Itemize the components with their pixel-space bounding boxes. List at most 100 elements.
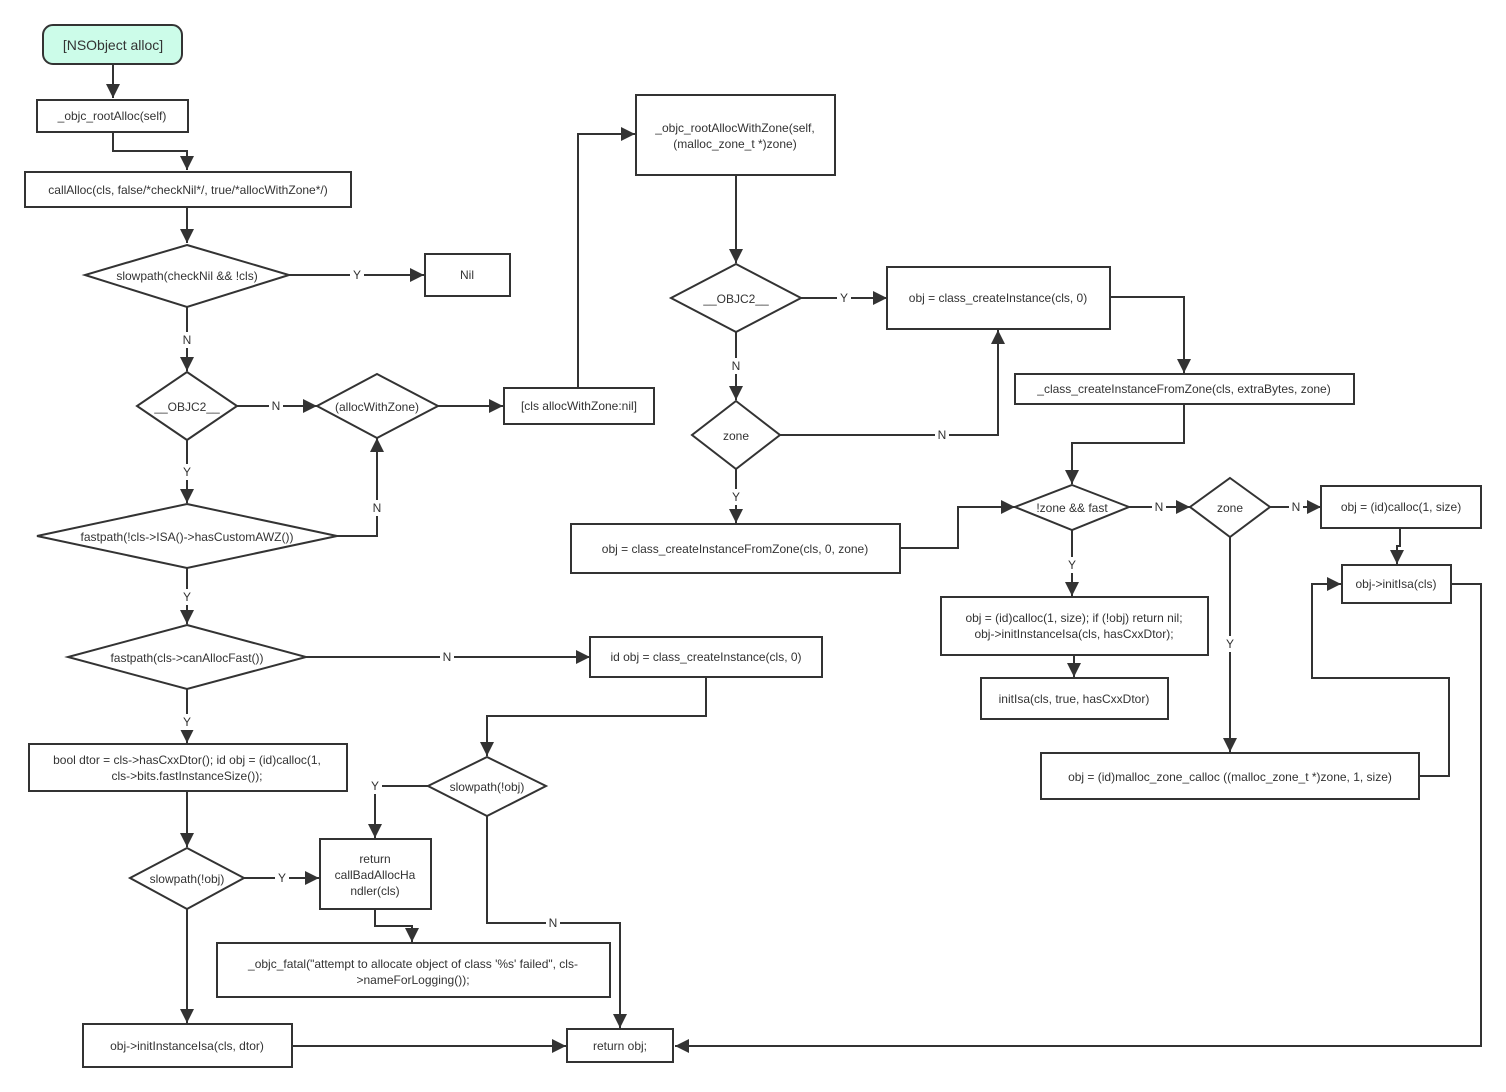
decision-objc2-left-label: __OBJC2__ <box>153 400 220 414</box>
edge-malloc-to-objinitisa <box>1311 577 1450 777</box>
decision-slowpath-obj-left: slowpath(!obj) <box>127 846 247 911</box>
decision-objc2-left: __OBJC2__ <box>135 370 239 442</box>
edge-label-objc2r-to-zone: N <box>732 359 741 373</box>
edge-label-zone-to-fromzone: Y <box>732 490 740 504</box>
decision-objc2-right: __OBJC2__ <box>668 262 804 334</box>
cls-allocwithzone-label: [cls allocWithZone:nil] <box>521 399 637 413</box>
edge-slowobj-mid-to-return <box>368 785 429 838</box>
decision-allocwithzone-label: (allocWithZone) <box>335 400 419 414</box>
edge-labels: Y N N Y N Y N Y Y Y N Y N N Y N Y <box>180 267 1303 931</box>
edge-label-zoner-to-calloc: N <box>1292 500 1301 514</box>
edge-return-to-fatal <box>374 910 419 942</box>
edge-label-canallocfast-to-create: N <box>443 650 452 664</box>
decision-fastpath-awz-label: fastpath(!cls->ISA()->hasCustomAWZ()) <box>81 530 294 544</box>
edge-label-checknil-to-nil: Y <box>353 268 361 282</box>
nil-label: Nil <box>460 268 474 282</box>
edge-zone-to-createinstance <box>780 330 1005 436</box>
edge-objinitisa-to-returnobj <box>675 583 1482 1053</box>
bool-dtor-node: bool dtor = cls->hasCxxDtor(); id obj = … <box>28 743 348 792</box>
edge-label-objc2r-to-create: Y <box>840 291 848 305</box>
root-alloc-node: _objc_rootAlloc(self) <box>36 99 189 133</box>
decision-not-zone-fast-label: !zone && fast <box>1036 501 1108 515</box>
edge-label-objc2-to-allocwithzone: N <box>272 399 281 413</box>
obj-calloc-return-line1: obj = (id)calloc(1, size); if (!obj) ret… <box>965 611 1182 625</box>
obj-initisa-label: obj->initIsa(cls) <box>1355 577 1436 591</box>
edge-label-checknil-to-objc2: N <box>183 333 192 347</box>
nodes: [NSObject alloc] _objc_rootAlloc(self) c… <box>24 24 1482 1068</box>
edge-label-notzonefast-to-zone: N <box>1155 500 1164 514</box>
edge-classfromzone-to-notzonefast <box>1065 404 1185 484</box>
class-create-from-zone-node: _class_createInstanceFromZone(cls, extra… <box>1014 373 1355 405</box>
obj-create-instance-node: obj = class_createInstance(cls, 0) <box>886 266 1111 330</box>
return-obj-node: return obj; <box>566 1028 674 1063</box>
root-alloc-with-zone-line1: _objc_rootAllocWithZone(self, <box>654 121 814 135</box>
edge-calloc-to-objinitisa <box>1390 528 1404 564</box>
init-instance-isa-dtor-node: obj->initInstanceIsa(cls, dtor) <box>82 1023 293 1068</box>
decision-slowpath-checknil-label: slowpath(checkNil && !cls) <box>116 269 257 283</box>
class-create-from-zone-label: _class_createInstanceFromZone(cls, extra… <box>1036 382 1330 396</box>
edge-label-awz-to-canallocfast: Y <box>183 590 191 604</box>
decision-slowpath-obj-left-label: slowpath(!obj) <box>150 872 225 886</box>
decision-zone-left: zone <box>690 399 782 471</box>
edge-label-zoner-to-malloc: Y <box>1226 637 1234 651</box>
edge-clsalloc-to-rootallocwithzone <box>577 127 635 387</box>
edge-fromzone-to-notzonefast <box>900 500 1015 549</box>
obj-create-from-zone-label: obj = class_createInstanceFromZone(cls, … <box>602 542 868 556</box>
decision-slowpath-checknil: slowpath(checkNil && !cls) <box>81 243 293 309</box>
id-obj-create-label: id obj = class_createInstance(cls, 0) <box>610 650 801 664</box>
edge-label-zone-to-create: N <box>938 428 947 442</box>
edge-createinstance-to-slowobj <box>480 677 707 756</box>
decision-fastpath-canallocfast-label: fastpath(cls->canAllocFast()) <box>110 651 263 665</box>
bool-dtor-line2: cls->bits.fastInstanceSize()); <box>111 769 262 783</box>
edge-label-slowobj-mid-to-return: Y <box>371 779 379 793</box>
objc-fatal-node: _objc_fatal("attempt to allocate object … <box>216 942 611 998</box>
call-alloc-label: callAlloc(cls, false/*checkNil*/, true/*… <box>48 183 327 197</box>
cls-allocwithzone-node: [cls allocWithZone:nil] <box>503 387 655 425</box>
return-bad-alloc-line3: ndler(cls) <box>350 884 399 898</box>
edge-label-slowobj-left-to-return: Y <box>278 871 286 885</box>
decision-slowpath-obj-mid-label: slowpath(!obj) <box>450 780 525 794</box>
edge-createinstance-to-classfromzone <box>1110 296 1191 373</box>
decision-fastpath-awz: fastpath(!cls->ISA()->hasCustomAWZ()) <box>36 502 338 570</box>
obj-malloc-zone-label: obj = (id)malloc_zone_calloc ((malloc_zo… <box>1068 770 1392 784</box>
edge-awz-to-allocwithzone <box>337 438 384 537</box>
return-bad-alloc-node: return callBadAllocHa ndler(cls) <box>319 838 432 910</box>
obj-calloc-return-node: obj = (id)calloc(1, size); if (!obj) ret… <box>940 596 1209 656</box>
edge-label-slowobj-mid-to-returnobj: N <box>549 916 558 930</box>
call-alloc-node: callAlloc(cls, false/*checkNil*/, true/*… <box>24 171 352 208</box>
root-alloc-label: _objc_rootAlloc(self) <box>57 109 167 123</box>
decision-zone-right-label: zone <box>1217 501 1243 515</box>
decision-zone-left-label: zone <box>723 429 749 443</box>
obj-create-from-zone-node: obj = class_createInstanceFromZone(cls, … <box>570 523 901 574</box>
decision-slowpath-obj-mid: slowpath(!obj) <box>425 755 549 818</box>
start-node-label: [NSObject alloc] <box>63 37 163 53</box>
root-alloc-with-zone-line2: (malloc_zone_t *)zone) <box>673 137 796 151</box>
obj-malloc-zone-node: obj = (id)malloc_zone_calloc ((malloc_zo… <box>1040 752 1420 800</box>
edge-label-objc2-to-awz: Y <box>183 465 191 479</box>
start-node: [NSObject alloc] <box>42 24 183 65</box>
init-instance-isa-dtor-label: obj->initInstanceIsa(cls, dtor) <box>110 1039 264 1053</box>
decision-allocwithzone: (allocWithZone) <box>314 372 441 440</box>
edge-rootalloc-to-callalloc <box>112 132 194 170</box>
return-bad-alloc-line1: return <box>359 852 390 866</box>
init-isa-label: initIsa(cls, true, hasCxxDtor) <box>999 692 1150 706</box>
edge-label-notzonefast-to-calloc-return: Y <box>1068 558 1076 572</box>
decision-objc2-right-label: __OBJC2__ <box>702 292 769 306</box>
objc-fatal-line2: >nameForLogging()); <box>356 973 469 987</box>
root-alloc-with-zone-node: _objc_rootAllocWithZone(self, (malloc_zo… <box>635 94 836 176</box>
decision-not-zone-fast: !zone && fast <box>1012 483 1132 532</box>
decision-zone-right: zone <box>1188 476 1272 539</box>
bool-dtor-line1: bool dtor = cls->hasCxxDtor(); id obj = … <box>53 753 321 767</box>
objc-fatal-line1: _objc_fatal("attempt to allocate object … <box>247 957 578 971</box>
init-isa-node: initIsa(cls, true, hasCxxDtor) <box>980 677 1169 720</box>
obj-calloc-node: obj = (id)calloc(1, size) <box>1320 485 1482 529</box>
obj-create-instance-label: obj = class_createInstance(cls, 0) <box>909 291 1087 305</box>
obj-initisa-node: obj->initIsa(cls) <box>1341 564 1452 604</box>
return-bad-alloc-line2: callBadAllocHa <box>335 868 416 882</box>
obj-calloc-label: obj = (id)calloc(1, size) <box>1341 500 1461 514</box>
edge-label-canallocfast-to-dtor: Y <box>183 715 191 729</box>
obj-calloc-return-line2: obj->initInstanceIsa(cls, hasCxxDtor); <box>974 627 1173 641</box>
edge-label-awz-to-allocwithzone: N <box>373 501 382 515</box>
decision-fastpath-canallocfast: fastpath(cls->canAllocFast()) <box>64 623 310 691</box>
